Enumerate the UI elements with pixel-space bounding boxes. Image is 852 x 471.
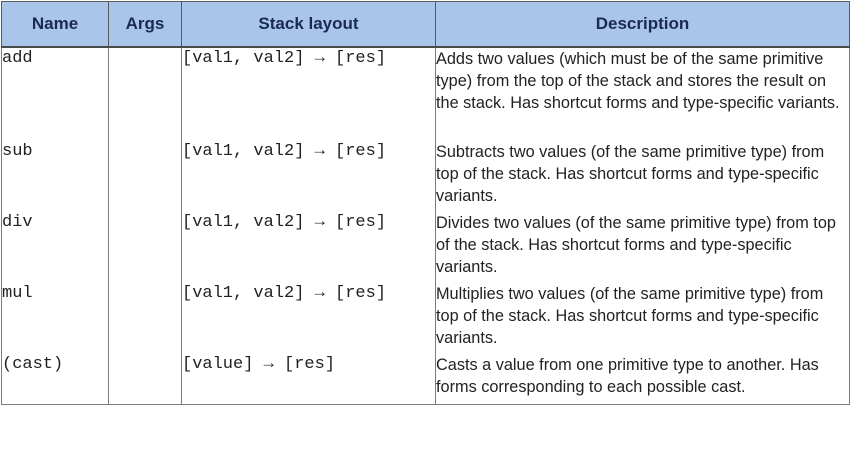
- header-description: Description: [435, 1, 850, 48]
- opcode-description: Casts a value from one primitive type to…: [435, 354, 850, 405]
- opcode-name: (cast): [1, 354, 109, 405]
- opcode-stack-layout: [val1, val2] → [res]: [181, 47, 436, 141]
- opcode-name: mul: [1, 283, 109, 354]
- table-row: (cast) [value] → [res] Casts a value fro…: [1, 354, 850, 405]
- opcode-args: [108, 283, 182, 354]
- opcode-description: Adds two values (which must be of the sa…: [435, 47, 850, 141]
- opcode-table: Name Args Stack layout Description add […: [1, 1, 850, 405]
- opcode-stack-layout: [value] → [res]: [181, 354, 436, 405]
- header-stack-layout: Stack layout: [181, 1, 436, 48]
- header-args: Args: [108, 1, 182, 48]
- table-row: mul [val1, val2] → [res] Multiplies two …: [1, 283, 850, 354]
- opcode-args: [108, 47, 182, 141]
- opcode-description: Multiplies two values (of the same primi…: [435, 283, 850, 354]
- opcode-stack-layout: [val1, val2] → [res]: [181, 212, 436, 283]
- opcode-args: [108, 212, 182, 283]
- opcode-args: [108, 141, 182, 212]
- table-row: add [val1, val2] → [res] Adds two values…: [1, 47, 850, 141]
- opcode-description: Subtracts two values (of the same primit…: [435, 141, 850, 212]
- opcode-args: [108, 354, 182, 405]
- opcode-name: add: [1, 47, 109, 141]
- opcode-description: Divides two values (of the same primitiv…: [435, 212, 850, 283]
- table-header: Name Args Stack layout Description: [1, 1, 850, 48]
- opcode-stack-layout: [val1, val2] → [res]: [181, 141, 436, 212]
- header-name: Name: [1, 1, 109, 48]
- opcode-name: div: [1, 212, 109, 283]
- table-row: sub [val1, val2] → [res] Subtracts two v…: [1, 141, 850, 212]
- header-row: Name Args Stack layout Description: [1, 1, 850, 48]
- opcode-name: sub: [1, 141, 109, 212]
- opcode-stack-layout: [val1, val2] → [res]: [181, 283, 436, 354]
- table-body: add [val1, val2] → [res] Adds two values…: [1, 47, 850, 405]
- table-row: div [val1, val2] → [res] Divides two val…: [1, 212, 850, 283]
